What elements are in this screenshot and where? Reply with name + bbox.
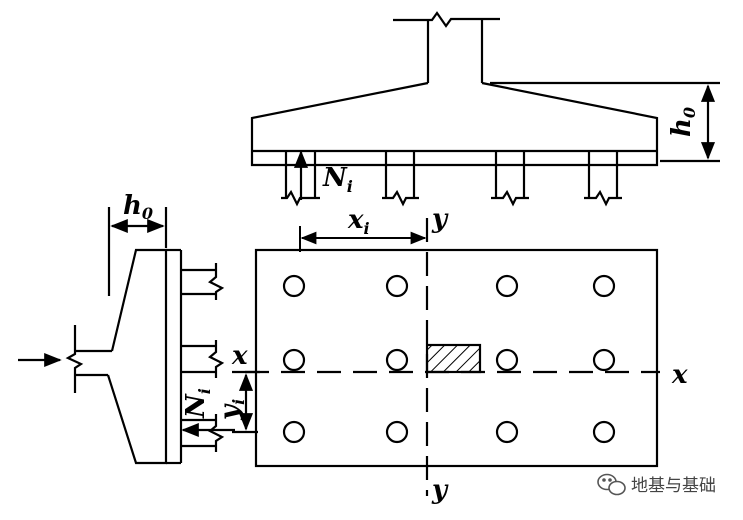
side-pile-3 [181,414,225,452]
pile-4 [584,151,622,207]
column-section-hatched [425,343,482,374]
column [426,20,484,83]
watermark-text: 地基与基础 [631,476,716,496]
pile-cap-outline [250,81,659,167]
side-cap-outline [106,248,168,465]
column-break-line [393,11,500,28]
pile-3 [491,151,529,207]
elevation-view [250,11,720,207]
yi-label: yi [215,399,248,421]
axis-x-label-right: x [671,360,688,390]
pile-circles [282,274,616,444]
Ni-label-left: Ni [181,388,214,419]
side-elevation [18,207,260,465]
side-pile-1 [181,263,225,300]
Ni-label-top: Ni [322,163,353,196]
watermark: 地基与基础 [597,473,716,496]
xi-label: xi [347,205,370,238]
axis-x-label-left: x [231,341,248,371]
h0-label-right: h0 [667,107,699,137]
axis-y-label-bottom: y [431,475,449,505]
wechat-icon [597,473,626,496]
pile-1 [281,151,320,207]
side-pile-2 [181,340,225,378]
h0-label-left: h0 [123,191,153,223]
axis-y-label-top: y [431,204,449,234]
cap-plan-outline [254,248,659,468]
pile-2 [382,151,419,207]
side-column-break [65,325,84,393]
